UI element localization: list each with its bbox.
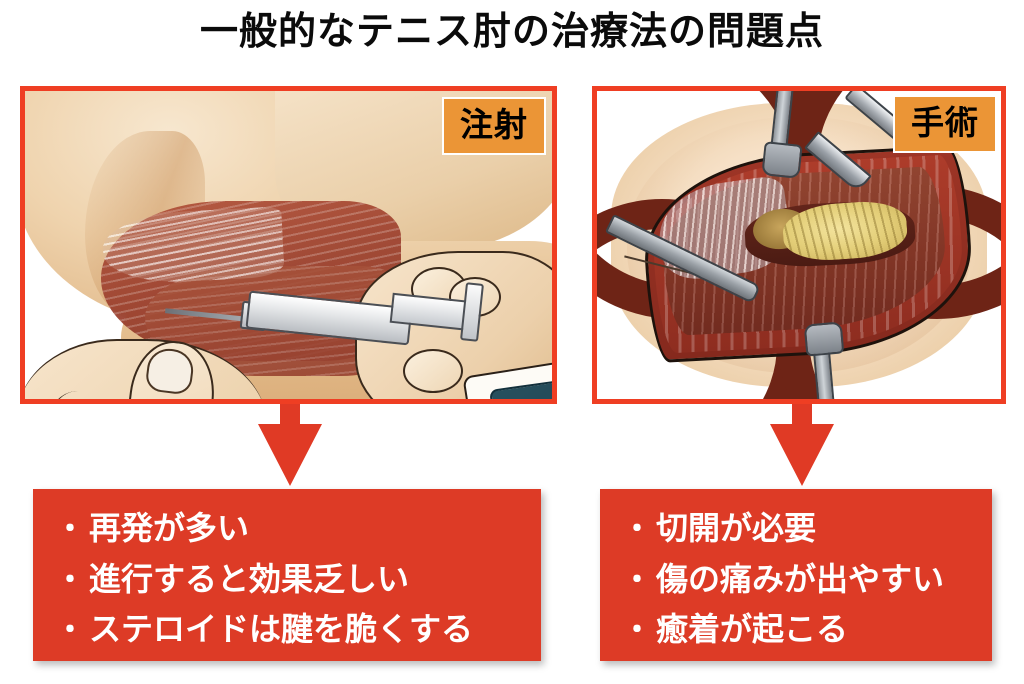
bullet-text: 進行すると効果乏しい (89, 560, 410, 597)
panel-injection: 注射 (20, 86, 557, 404)
bullet-marker: ・ (55, 513, 85, 546)
list-item: ・ 再発が多い (55, 503, 521, 554)
list-item: ・ 傷の痛みが出やすい (622, 554, 972, 605)
list-item: ・ 癒着が起こる (622, 604, 972, 655)
badge-injection: 注射 (442, 97, 546, 155)
bullet-marker: ・ (622, 563, 652, 597)
panel-surgery: 手術 (592, 86, 1006, 404)
bullet-marker: ・ (622, 614, 652, 648)
retractor-top-tip (761, 141, 803, 179)
arrow-stem (792, 404, 812, 426)
bullet-marker: ・ (55, 563, 85, 597)
bullet-box-surgery: ・ 切開が必要 ・ 傷の痛みが出やすい ・ 癒着が起こる (600, 489, 992, 661)
bullet-text: 再発が多い (89, 510, 250, 546)
bullet-marker: ・ (55, 614, 85, 648)
bullet-text: ステロイドは腱を脆くする (89, 611, 474, 648)
list-item: ・ ステロイドは腱を脆くする (55, 604, 521, 655)
list-item: ・ 進行すると効果乏しい (55, 554, 521, 605)
badge-surgery: 手術 (893, 95, 997, 153)
bullet-text: 癒着が起こる (656, 611, 849, 648)
bullet-box-injection: ・ 再発が多い ・ 進行すると効果乏しい ・ ステロイドは腱を脆くする (33, 489, 541, 661)
arrow-head (258, 424, 322, 486)
knuckle-3 (403, 349, 463, 393)
page-title: 一般的なテニス肘の治療法の問題点 (199, 11, 824, 53)
arrow-down-injection (258, 404, 322, 490)
bullet-text: 傷の痛みが出やすい (656, 560, 945, 597)
list-item: ・ 切開が必要 (622, 503, 972, 554)
arrow-head (770, 424, 834, 486)
retractor-bottom-tip (803, 321, 845, 357)
arrow-down-surgery (770, 404, 834, 490)
bullet-marker: ・ (622, 513, 652, 546)
arrow-stem (280, 404, 300, 426)
bullet-text: 切開が必要 (656, 510, 817, 546)
